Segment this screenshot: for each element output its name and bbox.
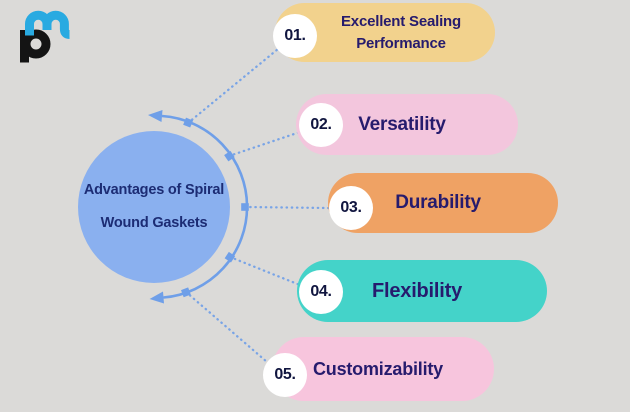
- advantage-label-1: Excellent Sealing Performance: [341, 12, 461, 52]
- advantage-label-4: Flexibility: [371, 279, 463, 302]
- leader-line-4: [228, 255, 302, 287]
- number-badge-4: 04.: [299, 270, 343, 314]
- advantage-label-3: Durability: [395, 192, 481, 213]
- number-badge-3: 03.: [329, 186, 373, 230]
- arrowhead-top-icon: [148, 110, 163, 122]
- central-title-line1: Advantages of Spiral: [83, 182, 225, 199]
- leader-line-2: [227, 130, 302, 158]
- advantage-pill-3: 03. Durability: [328, 173, 558, 233]
- number-badge-5: 05.: [263, 353, 307, 397]
- arrowhead-bottom-icon: [149, 291, 164, 304]
- pm-logo-icon: [20, 10, 70, 63]
- advantage-label-5: Customizability: [312, 358, 443, 379]
- number-badge-2: 02.: [299, 103, 343, 147]
- leader-line-1: [186, 47, 280, 125]
- leader-line-3: [243, 205, 331, 210]
- advantage-pill-1: 01. Excellent Sealing Performance: [273, 3, 495, 62]
- central-topic-title: Advantages of Spiral Wound Gaskets: [78, 174, 230, 239]
- advantage-pill-2: 02. Versatility: [296, 94, 518, 155]
- central-title-line2: Wound Gaskets: [100, 215, 208, 231]
- advantage-pill-4: 04. Flexibility: [297, 260, 547, 322]
- advantage-pill-5: 05. Customizability: [263, 337, 494, 401]
- leader-line-5: [184, 290, 269, 364]
- advantage-label-2: Versatility: [358, 113, 446, 135]
- number-badge-1: 01.: [273, 14, 317, 58]
- central-topic-circle: Advantages of Spiral Wound Gaskets: [78, 131, 230, 283]
